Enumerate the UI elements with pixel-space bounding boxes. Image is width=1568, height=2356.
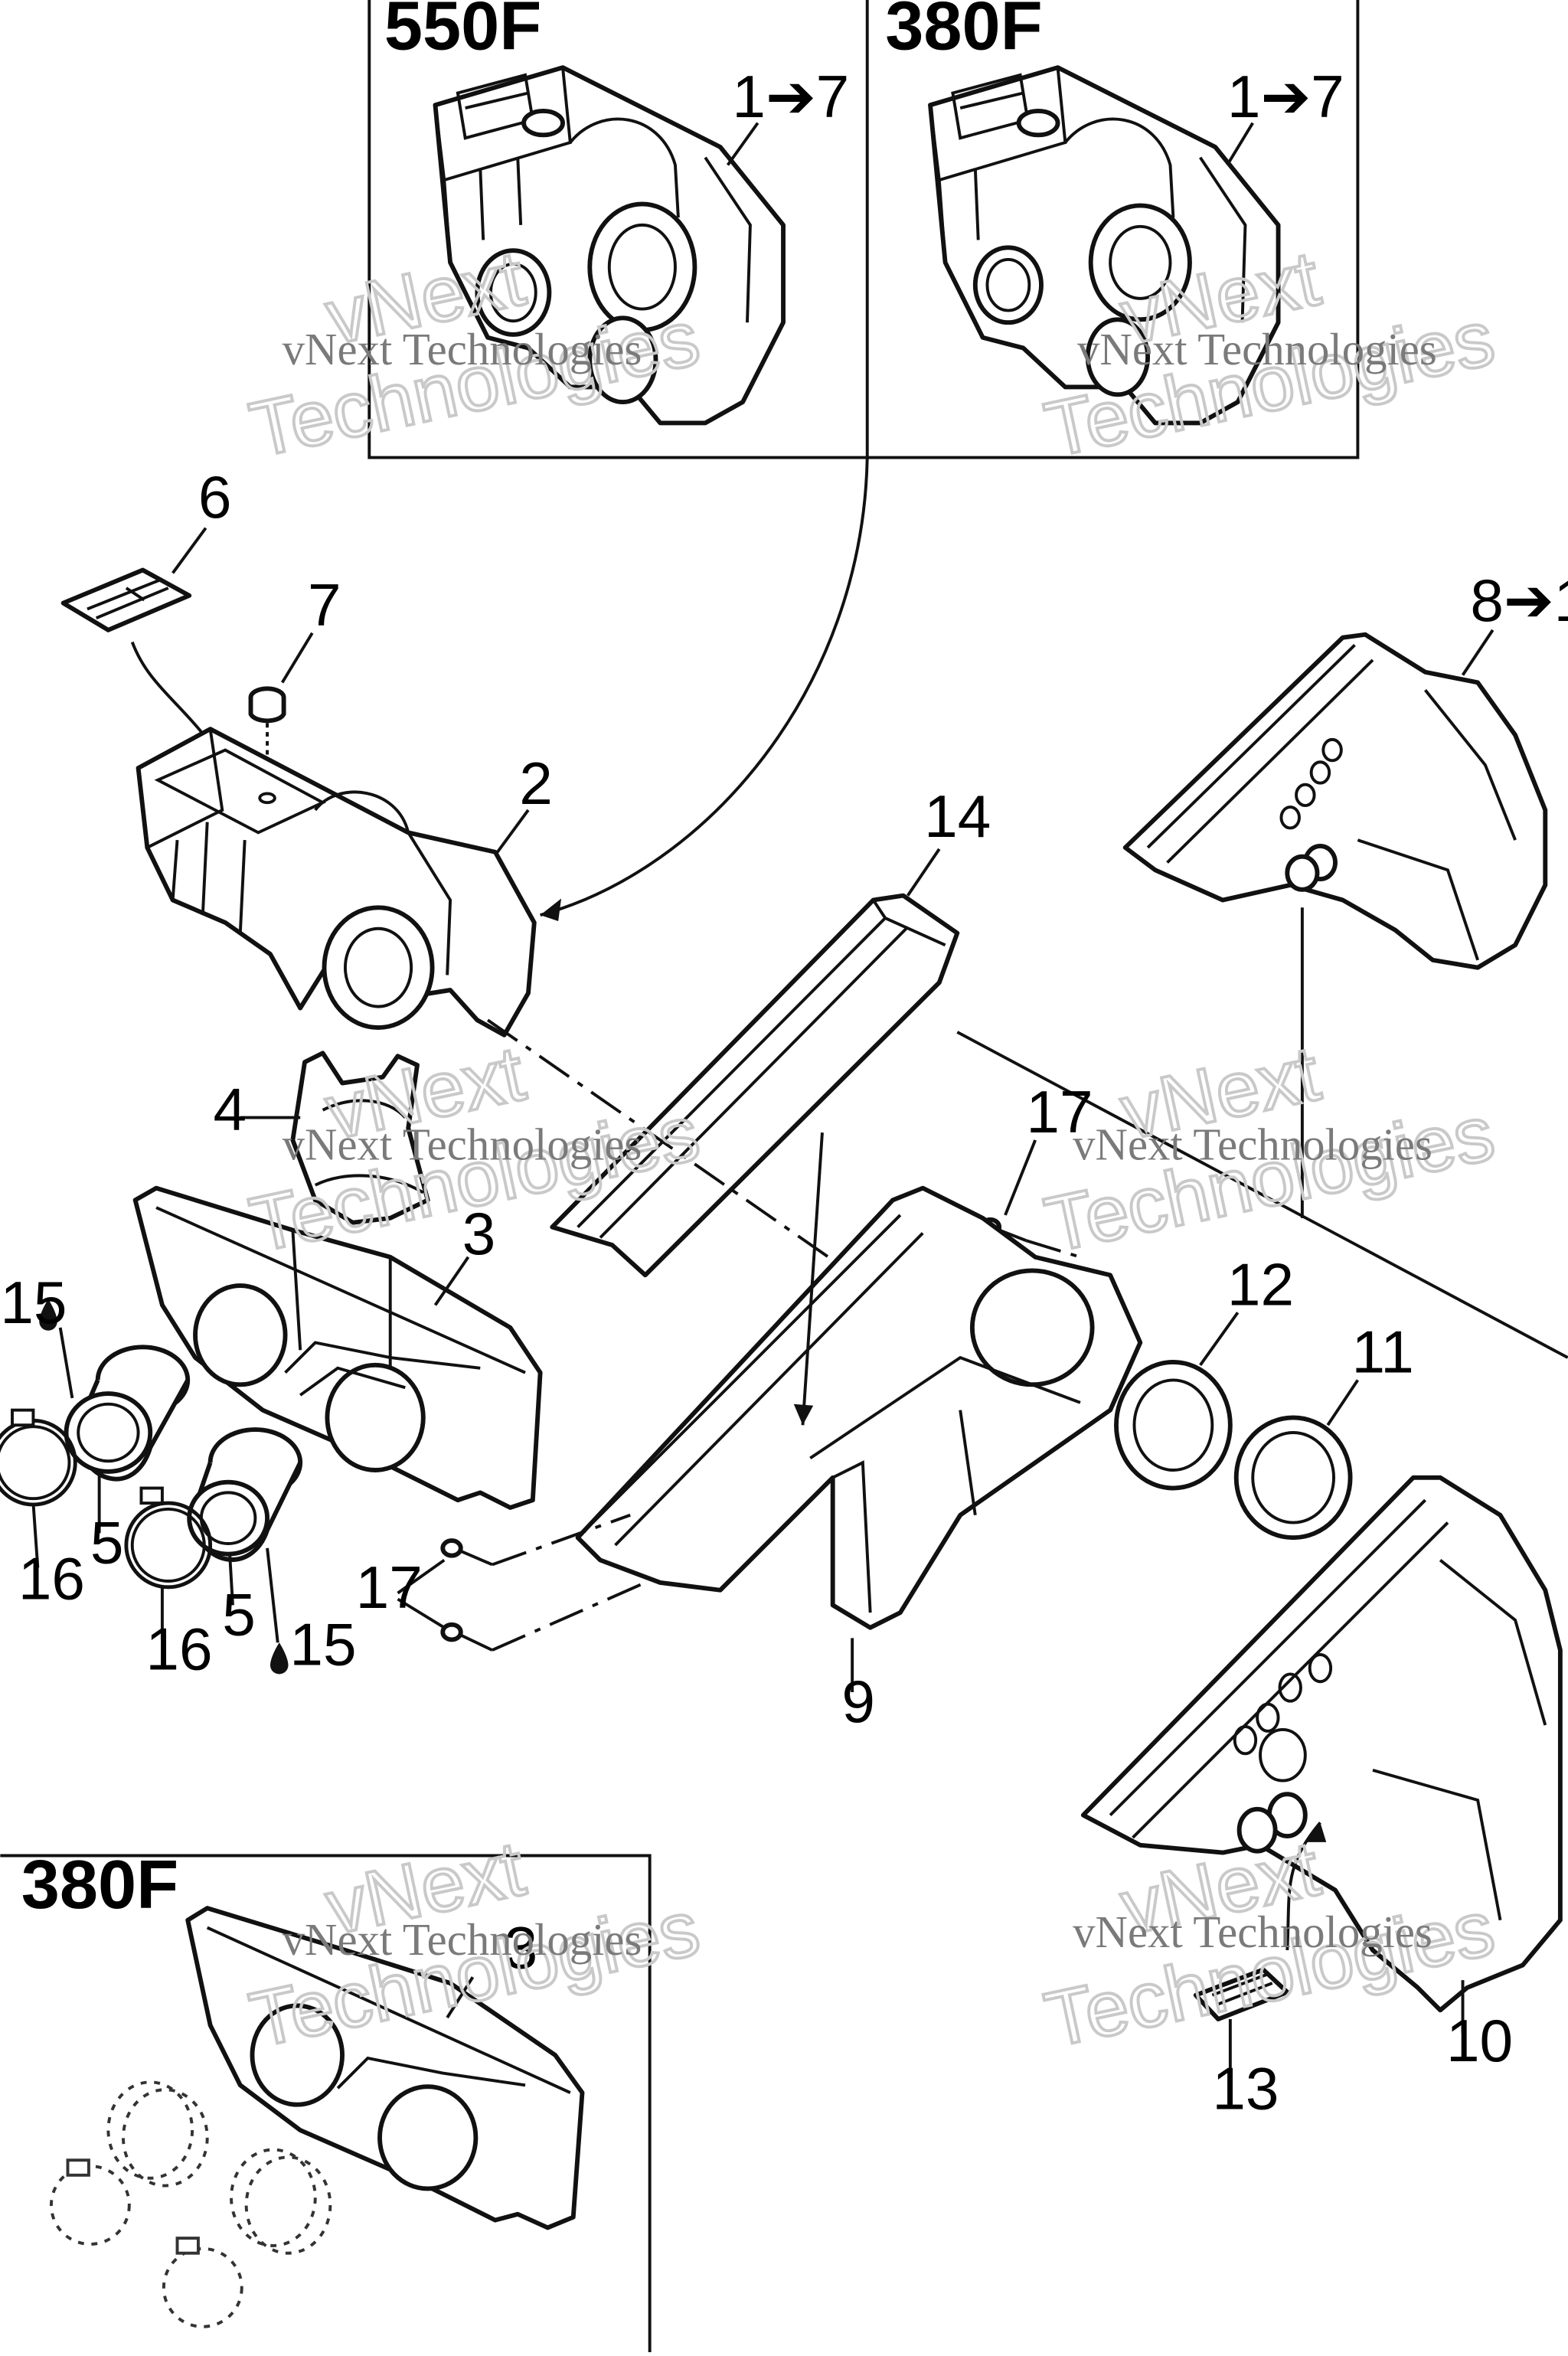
leader-lines [31,122,1494,2083]
callout-1-to-7-a: 1➔7 [732,63,849,130]
oil-drop-icon [39,1299,57,1331]
part-14-channel [550,893,960,1278]
inset-frame-bottom [0,1854,652,2352]
callout-11: 11 [1352,1319,1414,1386]
airbox-assembly-550f [433,65,786,426]
callout-3: 3 [462,1200,496,1267]
callout-3-alt: 3 [505,1913,538,1981]
part-6-decal [60,567,192,632]
watermark-text-4: vNext Technologies [1073,1119,1432,1169]
callout-16-b: 16 [145,1616,212,1683]
part-12-seal-ring [1114,1360,1233,1491]
callout-12: 12 [1227,1250,1294,1318]
callout-7: 7 [308,571,341,639]
centerline-screw-low [492,1581,646,1652]
centerline-cover-housing [486,1018,834,1262]
part-4-bracket [290,1051,430,1225]
callout-14: 14 [924,783,991,850]
assembly-8-to-13 [1122,632,1548,970]
inset-380f-base [49,1906,585,2328]
watermark-text-3: vNext Technologies [283,1119,642,1169]
guide-line-diagonal [956,1031,1568,1359]
arrowhead-channel [793,1403,814,1426]
part-2-airbox-cover [136,727,537,1037]
part-5-coupler-a [64,1345,191,1482]
part-13-decal [1193,1967,1290,2021]
callout-10: 10 [1446,2007,1513,2074]
callout-2: 2 [519,750,553,817]
watermark-text-5: vNext Technologies [283,1915,642,1965]
callout-4: 4 [214,1075,247,1142]
inset-frame-top [368,0,1360,459]
part-11-adapter [1233,1415,1353,1541]
callout-labels: 1➔7 1➔7 6 7 2 8➔13 14 4 17 3 12 11 15 5 … [0,63,1568,2122]
callout-5-b: 5 [222,1581,256,1649]
arrow-channel-to-housing [801,1132,824,1426]
callout-15-b: 15 [289,1611,356,1678]
callout-15-a: 15 [0,1269,67,1336]
airbox-assembly-380f [928,65,1281,426]
part-3-airbox-base [132,1185,543,1510]
part-17-screw-mid [440,1538,493,1567]
watermark-text-2: vNext Technologies [1077,325,1437,374]
watermark-text-6: vNext Technologies [1073,1907,1432,1957]
callout-17-bottom: 17 [356,1554,423,1621]
centerline-screw-mid [492,1513,631,1567]
arrow-inset-to-cover [540,457,869,917]
part-16-clamp-b [124,1486,213,1590]
callout-9: 9 [841,1668,875,1735]
arrowhead-cover [540,898,562,921]
callout-16-a: 16 [18,1544,85,1612]
watermark-text-1: vNext Technologies [283,325,642,374]
arrowhead-decal-13 [1305,1822,1327,1842]
centerline-screw-top [1025,1239,1081,1259]
part-9-airbox-housing [575,1185,1143,1630]
panel-header-380f-top: 380F [885,0,1042,65]
callout-17-top: 17 [1026,1078,1093,1145]
callout-13: 13 [1212,2055,1279,2122]
part-7-grommet [248,686,286,724]
callout-6: 6 [198,463,232,531]
part-17-screw-low [440,1622,493,1652]
panel-header-380f-bottom: 380F [21,1846,178,1923]
callout-8-to-13: 8➔13 [1470,567,1568,634]
callout-5-a: 5 [90,1508,124,1576]
callout-1-to-7-b: 1➔7 [1227,63,1344,130]
part-5-coupler-b [187,1427,303,1562]
panel-header-550f: 550F [384,0,541,65]
part-10-air-intake [1080,1475,1563,2013]
part-16-clamp-a [0,1408,77,1507]
oil-drop-icon [270,1642,289,1675]
